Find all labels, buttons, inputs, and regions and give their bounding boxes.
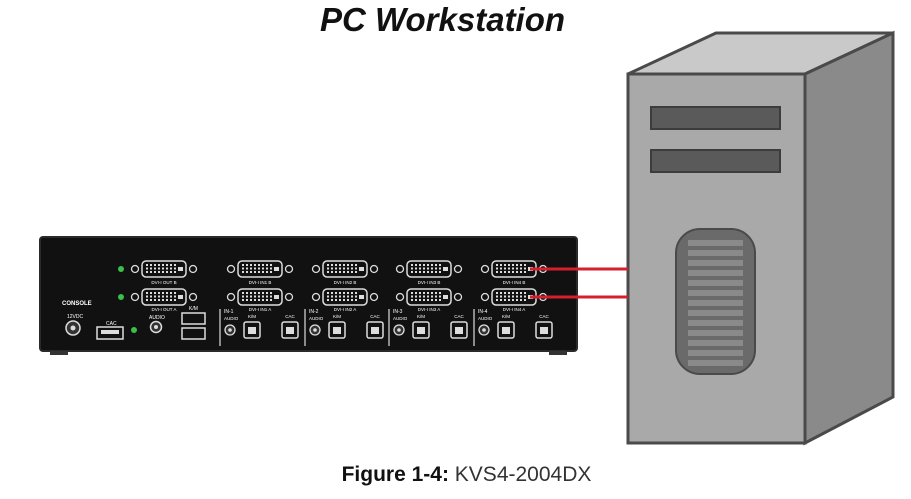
console-dvi-out-a-port [130,288,198,306]
input-audio-jack [224,324,236,336]
input-4-dvi-b-port [480,260,548,278]
kvm-foot-left [50,351,68,355]
input-cac-usb-b-port [535,321,553,339]
input-cac-label: CAC [285,314,295,319]
input-km-usb-b-port [328,321,346,339]
input-name-label: IN-2 [309,309,319,315]
cac-led [131,327,137,333]
console-audio-label: AUDIO [149,315,165,321]
input-cac-usb-b-port [450,321,468,339]
pc-vent-slots [688,240,743,366]
pc-side-face [803,30,895,446]
input-name-label: IN-1 [224,309,234,315]
input-audio-label: AUDIO [478,316,493,321]
console-km-usb-port-2 [181,327,206,340]
console-km-usb-port-1 [181,312,206,325]
kvm-foot-right [549,351,567,355]
input-1-dvi-b-port [226,260,294,278]
console-dvi-ports [130,260,198,306]
input-audio-jack [478,324,490,336]
console-led-a [118,294,124,300]
pc-drive-bay-1 [650,106,781,130]
input-name-label: IN-3 [393,309,403,315]
power-jack [65,320,81,336]
figure-caption: Figure 1-4: KVS4-2004DX [0,462,911,488]
console-dvi-out-a-label: DVI-I OUT A [152,307,177,312]
input-dvi-b-label: DVI-I IN2 B [334,280,357,285]
input-name-label: IN-4 [478,309,488,315]
console-cac-usb-tongue [101,330,119,334]
input-km-label: K/M [333,314,341,319]
input-dvi-b-label: DVI-I IN1 B [249,280,272,285]
input-km-label: K/M [248,314,256,319]
console-cac-label: CAC [106,321,117,327]
power-label: 12VDC [67,314,84,320]
pc-drive-bay-2 [650,149,781,173]
kvm-switch: CONSOLE 12VDC CAC AUDIO K/M DVI-I OUT B … [39,236,578,355]
input-cac-usb-b-port [366,321,384,339]
dvi-cables [530,267,628,299]
caption-prefix: Figure 1-4: [341,463,449,486]
input-dvi-b-label: DVI-I IN4 B [503,280,526,285]
console-dvi-out-b-label: DVI-I OUT B [151,280,176,285]
input-3-dvi-a-port [395,288,463,306]
console-audio-jack [149,320,163,334]
diagram-title: PC Workstation [319,1,566,38]
input-dvi-a-label: DVI-I IN1 A [249,307,272,312]
caption-model: KVS4-2004DX [454,463,592,486]
input-km-usb-b-port [412,321,430,339]
input-cac-usb-b-port [281,321,299,339]
input-audio-jack [309,324,321,336]
input-2-dvi-b-port [311,260,379,278]
input-audio-label: AUDIO [393,316,408,321]
input-2-dvi-a-port [311,288,379,306]
input-1-dvi-a-port [226,288,294,306]
input-audio-jack [393,324,405,336]
input-dvi-a-label: DVI-I IN3 A [418,307,441,312]
input-cac-label: CAC [454,314,464,319]
input-dvi-a-label: DVI-I IN4 A [503,307,526,312]
console-label: CONSOLE [62,301,92,307]
input-km-label: K/M [502,314,510,319]
input-3-dvi-b-port [395,260,463,278]
input-cac-label: CAC [539,314,549,319]
console-km-label: K/M [189,306,198,312]
console-dvi-out-b-port [130,260,198,278]
input-km-label: K/M [417,314,425,319]
console-led-b [118,266,124,272]
input-audio-label: AUDIO [309,316,324,321]
input-km-usb-b-port [497,321,515,339]
pc-tower [626,30,895,446]
input-km-usb-b-port [243,321,261,339]
input-dvi-a-label: DVI-I IN2 A [334,307,357,312]
input-audio-label: AUDIO [224,316,239,321]
input-cac-label: CAC [370,314,380,319]
input-dvi-b-label: DVI-I IN3 B [418,280,441,285]
